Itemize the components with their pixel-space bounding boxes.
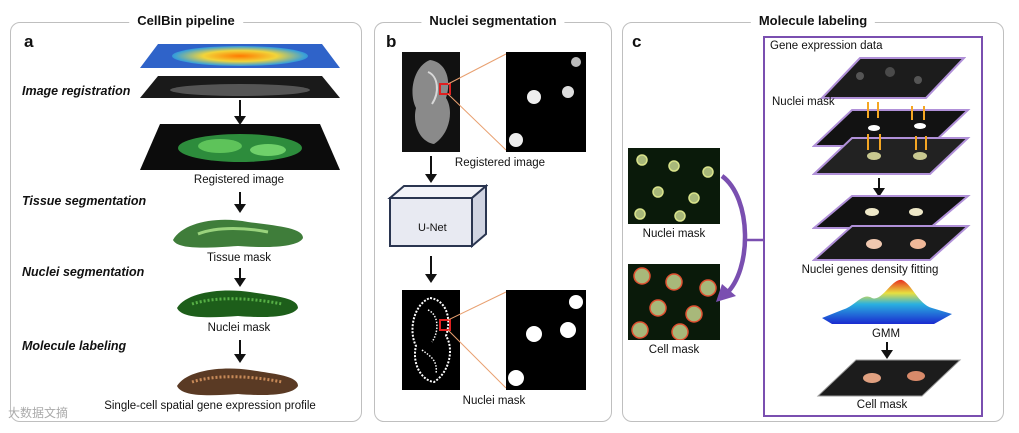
arrow-c2 <box>881 342 893 359</box>
tissue-mask-image <box>173 219 303 248</box>
caption-c-nuclei-mask: Nuclei mask <box>642 228 706 240</box>
step-image-registration: Image registration <box>22 84 131 98</box>
caption-nuclei-mask-c: Nuclei mask <box>772 96 835 108</box>
zoomed-mask-image <box>506 290 586 390</box>
single-cell-profile-image <box>177 368 298 396</box>
arrow-a1 <box>234 100 246 125</box>
molecule-labeling-detail-box <box>763 36 983 417</box>
caption-registered-image-b: Registered image <box>454 157 546 169</box>
gene-expression-layer <box>820 57 966 99</box>
caption-tissue-mask: Tissue mask <box>206 252 272 264</box>
unet-label: U-Net <box>418 222 447 234</box>
c-cell-mask-image <box>628 264 720 340</box>
panel-a-title: CellBin pipeline <box>129 13 243 28</box>
nuclei-mask-embryo-image <box>402 290 460 390</box>
registration-layers-image <box>140 44 340 98</box>
arrow-b2 <box>425 256 437 283</box>
zoom-lines-top <box>448 53 507 151</box>
caption-registered-image: Registered image <box>193 174 285 186</box>
purple-curved-arrow <box>716 174 764 302</box>
caption-gene-expression-data: Gene expression data <box>770 40 883 52</box>
c-nuclei-mask-image <box>628 148 720 224</box>
zoomed-nuclei-image <box>506 52 586 152</box>
zoom-lines-bottom <box>448 291 507 389</box>
arrow-a3 <box>234 268 246 287</box>
nuclei-mask-image <box>177 290 298 318</box>
arrow-a4 <box>234 340 246 363</box>
caption-c-cell-mask: Cell mask <box>648 344 700 356</box>
caption-single-cell-profile: Single-cell spatial gene expression prof… <box>104 400 316 412</box>
panel-a-letter: a <box>24 32 34 51</box>
caption-nuclei-mask-b: Nuclei mask <box>462 395 526 407</box>
nuclei-mask-layers-with-arrows <box>812 102 971 175</box>
registered-image <box>140 124 340 170</box>
arrow-b1 <box>425 156 437 183</box>
arrow-c1 <box>873 178 885 197</box>
panel-c-letter: c <box>632 32 642 51</box>
panel-b-title: Nuclei segmentation <box>421 13 565 28</box>
caption-density-fitting: Nuclei genes density fitting <box>801 264 939 276</box>
unet-box <box>387 184 488 249</box>
step-tissue-segmentation: Tissue segmentation <box>22 194 147 208</box>
caption-nuclei-mask-a: Nuclei mask <box>207 322 271 334</box>
watermark: 大数据文摘 <box>8 406 69 420</box>
arrow-a2 <box>234 192 246 213</box>
caption-cell-mask-final: Cell mask <box>856 399 908 411</box>
cell-mask-final-layer <box>816 359 962 397</box>
step-molecule-labeling: Molecule labeling <box>22 339 127 353</box>
registered-embryo-image <box>402 52 460 152</box>
panel-c-title: Molecule labeling <box>750 13 876 28</box>
step-nuclei-segmentation: Nuclei segmentation <box>22 265 145 279</box>
gmm-surface-plot <box>822 279 952 324</box>
density-fitting-layers <box>812 195 971 261</box>
panel-b-letter: b <box>386 32 397 51</box>
caption-gmm: GMM <box>871 328 901 340</box>
